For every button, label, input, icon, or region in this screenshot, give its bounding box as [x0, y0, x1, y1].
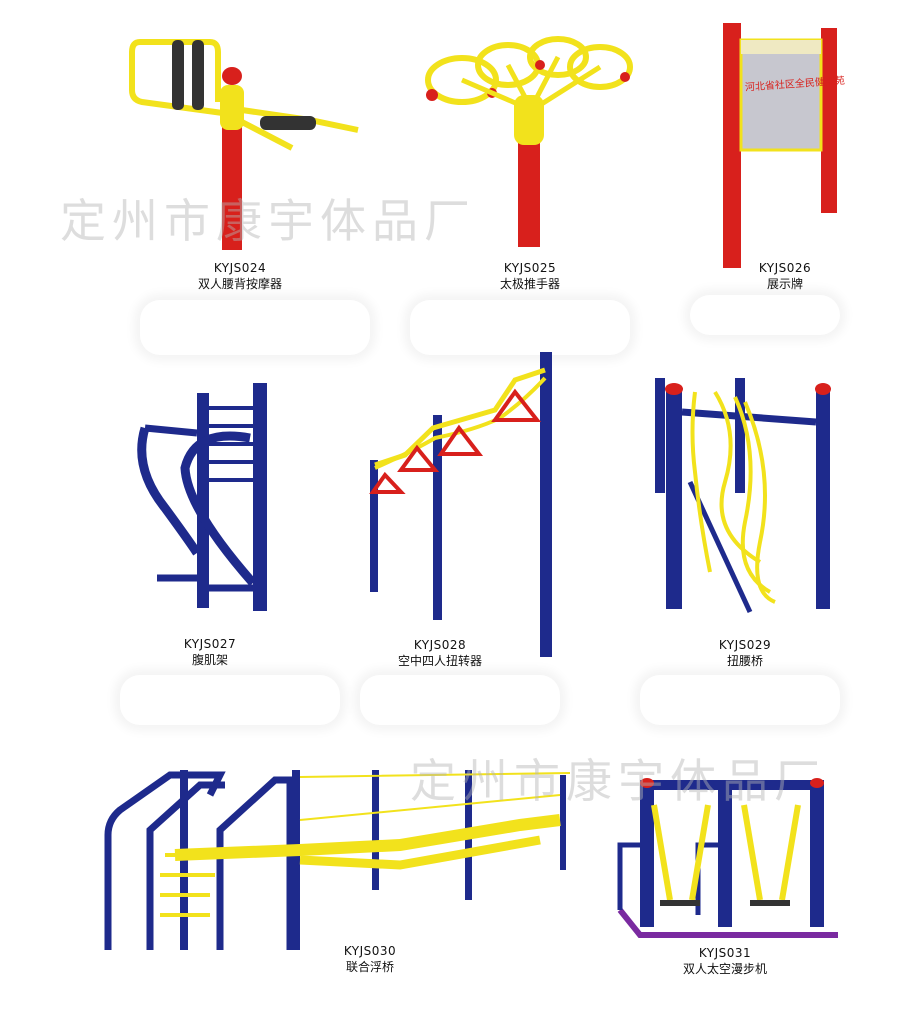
product-code: KYJS029 — [718, 638, 772, 652]
product-kyjs027[interactable]: KYJS027 腹肌架 — [125, 378, 295, 668]
product-caption: KYJS030 联合浮桥 — [280, 943, 460, 975]
background-blob — [120, 675, 340, 725]
product-code: KYJS030 — [343, 944, 397, 958]
product-caption: KYJS028 空中四人扭转器 — [350, 637, 530, 669]
background-blob — [410, 300, 630, 355]
background-blob — [140, 300, 370, 355]
product-name: 联合浮桥 — [345, 960, 394, 974]
background-blob — [690, 295, 840, 335]
product-code: KYJS026 — [758, 261, 812, 275]
four-person-twister-image — [369, 352, 552, 657]
product-kyjs029[interactable]: KYJS029 扭腰桥 — [650, 372, 840, 669]
product-code: KYJS027 — [183, 637, 237, 651]
waist-back-massager-image — [129, 39, 359, 250]
product-name: 双人太空漫步机 — [682, 962, 767, 976]
product-kyjs030[interactable]: KYJS030 联合浮桥 — [100, 765, 580, 980]
product-name: 展示牌 — [766, 277, 803, 291]
background-blob — [640, 675, 840, 725]
display-board-image — [723, 23, 837, 268]
product-caption: KYJS025 太极推手器 — [440, 260, 620, 292]
product-caption: KYJS029 扭腰桥 — [655, 637, 835, 669]
product-name: 扭腰桥 — [726, 654, 763, 668]
product-caption: KYJS027 腹肌架 — [120, 636, 300, 668]
product-code: KYJS025 — [503, 261, 557, 275]
abdominal-rack-image — [137, 383, 267, 611]
product-kyjs025[interactable]: KYJS025 太极推手器 — [420, 35, 640, 291]
product-caption: KYJS031 双人太空漫步机 — [635, 945, 815, 977]
combined-floating-bridge-image — [104, 770, 571, 950]
product-code: KYJS028 — [413, 638, 467, 652]
waist-twist-bridge-image — [655, 378, 831, 614]
product-kyjs028[interactable]: KYJS028 空中四人扭转器 — [355, 350, 565, 668]
product-kyjs031[interactable]: KYJS031 双人太空漫步机 — [610, 775, 840, 980]
background-blob — [360, 675, 560, 725]
product-caption: KYJS026 展示牌 — [695, 260, 875, 292]
product-name: 双人腰背按摩器 — [197, 277, 282, 291]
product-name: 腹肌架 — [191, 653, 228, 667]
product-caption: KYJS024 双人腰背按摩器 — [150, 260, 330, 292]
space-walker-image — [617, 778, 838, 938]
product-code: KYJS024 — [213, 261, 267, 275]
product-code: KYJS031 — [698, 946, 752, 960]
tai-chi-pusher-image — [425, 36, 633, 247]
product-kyjs026[interactable]: 河北省社区全民健身苑 KYJS026 展示牌 — [715, 18, 855, 298]
product-name: 空中四人扭转器 — [397, 654, 482, 668]
product-kyjs024[interactable]: KYJS024 双人腰背按摩器 — [120, 30, 370, 291]
product-name: 太极推手器 — [499, 277, 560, 291]
